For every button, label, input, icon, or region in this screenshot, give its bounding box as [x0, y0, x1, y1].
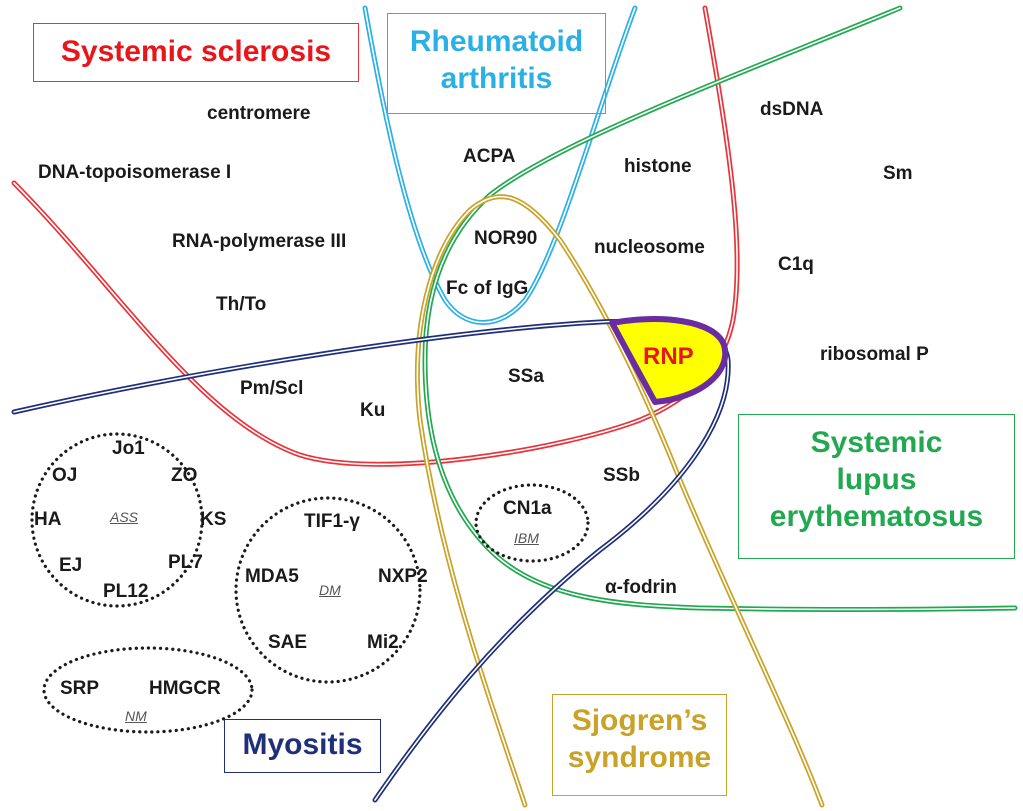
systemic-sclerosis-boundary	[11, 5, 740, 467]
antibody-nor90: NOR90	[474, 228, 538, 249]
sle-label-line1: Systemic	[810, 426, 943, 459]
ssc-curve-inner	[13, 7, 738, 466]
dm-group-label: DM	[319, 582, 341, 598]
dm-group-ellipse	[234, 496, 422, 684]
antibody-pm-scl: Pm/Scl	[240, 378, 304, 399]
sle-curve-inner	[424, 7, 1016, 611]
systemic-sclerosis-title: Systemic sclerosis	[33, 23, 359, 82]
ra-label-line1: Rheumatoid	[409, 25, 584, 58]
antibody-ku: Ku	[360, 400, 386, 421]
antibody-alpha-fodrin: α-fodrin	[605, 577, 677, 598]
ra-label-line2: arthritis	[440, 61, 553, 95]
antibody-sm: Sm	[883, 163, 913, 184]
myositis-label: Myositis	[242, 728, 363, 761]
ra-curve-inner	[364, 7, 636, 324]
antibody-dna-topoisomerase: DNA-topoisomerase I	[38, 162, 232, 183]
sjogren-label-line2: syndrome	[567, 740, 712, 774]
ass-ej: EJ	[59, 555, 83, 576]
dm-mda5: MDA5	[245, 566, 299, 587]
antibody-nucleosome: nucleosome	[594, 237, 705, 258]
antibody-rnp: RNP	[643, 343, 694, 370]
ass-ha: HA	[34, 509, 62, 530]
sjogren-curve-inner	[416, 195, 823, 806]
nm-group-ellipse	[42, 646, 254, 734]
sjogren-boundary	[414, 194, 825, 808]
nm-srp: SRP	[60, 678, 100, 699]
antibody-ribosomal-p: ribosomal P	[820, 344, 929, 365]
antibody-c1q: C1q	[778, 254, 814, 275]
antibody-ssa: SSa	[508, 366, 544, 387]
ibm-group-label: IBM	[514, 530, 539, 546]
sle-title: Systemic lupus erythematosus	[738, 414, 1015, 559]
antibody-dsdna: dsDNA	[760, 99, 824, 120]
sjogren-label-line1: Sjogren’s	[571, 704, 708, 737]
sle-label-line3: erythematosus	[769, 500, 984, 534]
dm-mi2: Mi2	[367, 632, 399, 653]
ass-ks: KS	[200, 509, 227, 530]
myositis-title: Myositis	[224, 719, 381, 773]
ass-group-ellipse	[30, 432, 204, 608]
nm-group-label: NM	[125, 708, 147, 724]
dm-nxp2: NXP2	[378, 566, 428, 587]
ass-jo1: Jo1	[112, 438, 145, 459]
sjogren-title: Sjogren’s syndrome	[552, 694, 727, 796]
antibody-histone: histone	[624, 156, 692, 177]
dm-sae: SAE	[268, 632, 308, 653]
rheumatoid-arthritis-boundary	[362, 5, 638, 325]
ass-pl7: PL7	[168, 552, 203, 573]
ass-zo: ZO	[171, 465, 198, 486]
antibody-acpa: ACPA	[463, 146, 516, 167]
dm-tif1-gamma: TIF1-γ	[304, 511, 360, 532]
ass-pl12: PL12	[103, 581, 149, 602]
rnp-region	[609, 316, 729, 405]
antibody-centromere: centromere	[207, 103, 311, 124]
sle-label-line2: lupus	[836, 463, 917, 497]
systemic-sclerosis-label: Systemic sclerosis	[60, 35, 332, 68]
ass-oj: OJ	[52, 465, 78, 486]
antibody-fc-of-igg: Fc of IgG	[446, 278, 529, 299]
ibm-cn1a: CN1a	[503, 498, 552, 519]
ass-group-label: ASS	[110, 509, 139, 525]
rheumatoid-arthritis-title: Rheumatoid arthritis	[387, 13, 606, 114]
nm-hmgcr: HMGCR	[149, 678, 221, 699]
ibm-group-ellipse	[474, 483, 590, 563]
sle-boundary	[422, 5, 1018, 612]
antibody-ssb: SSb	[603, 465, 640, 486]
antibody-rna-polymerase: RNA-polymerase III	[172, 231, 347, 252]
antibody-th-to: Th/To	[216, 294, 267, 315]
